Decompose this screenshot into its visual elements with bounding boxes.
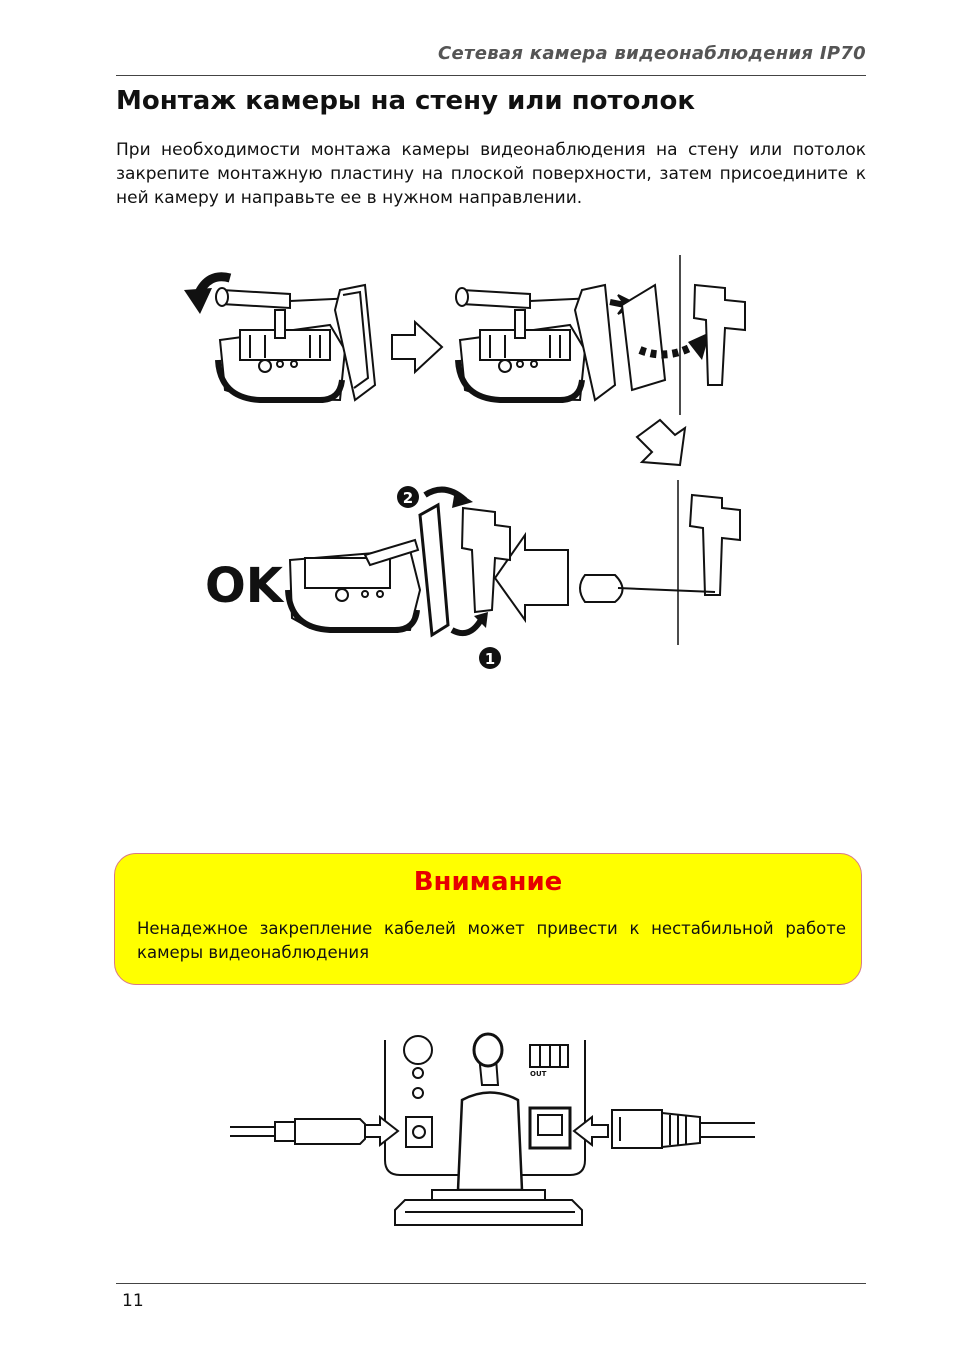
warning-box: Внимание Ненадежное закрепление кабелей … xyxy=(114,853,862,985)
svg-text:1: 1 xyxy=(485,650,495,668)
camera-step1 xyxy=(215,283,377,403)
section-heading: Монтаж камеры на стену или потолок xyxy=(116,86,695,116)
step-two-marker: 2 xyxy=(397,486,419,508)
step-one-marker: 1 xyxy=(479,647,501,669)
ok-label: OK xyxy=(205,558,285,614)
wall-mount-illustration: OK 2 1 xyxy=(184,255,746,669)
footer-rule xyxy=(116,1283,866,1284)
header-rule xyxy=(116,75,866,76)
cable-connection-illustration: OUT xyxy=(230,1032,755,1226)
warning-text: Ненадежное закрепление кабелей может при… xyxy=(137,919,846,962)
camera-mounted xyxy=(285,486,511,638)
next-arrow-icon xyxy=(635,418,687,467)
page-number: 11 xyxy=(122,1291,144,1311)
document-title: Сетевая камера видеонаблюдения IP70 xyxy=(437,43,866,64)
insert-arrow-icon xyxy=(364,1114,400,1148)
next-arrow-icon xyxy=(391,319,444,375)
insert-arrow-icon xyxy=(572,1114,609,1148)
camera-step2 xyxy=(455,283,710,403)
io-port-label: OUT xyxy=(530,1070,547,1078)
warning-title: Внимание xyxy=(413,867,563,897)
mount-plate xyxy=(692,283,746,386)
mount-plate xyxy=(688,493,741,596)
svg-text:2: 2 xyxy=(403,489,413,507)
intro-paragraph: При необходимости монтажа камеры видеона… xyxy=(116,140,866,208)
